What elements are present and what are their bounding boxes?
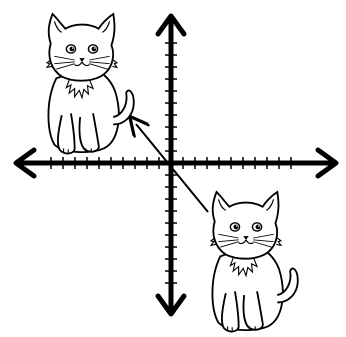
kitten-icon-original xyxy=(211,192,298,332)
kitten-icon-image xyxy=(47,14,134,154)
